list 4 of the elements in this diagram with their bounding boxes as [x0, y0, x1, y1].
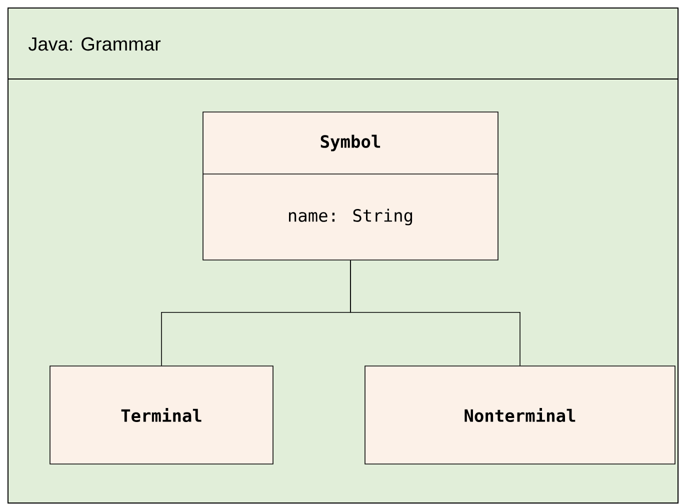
connector-line: [350, 260, 520, 366]
class-box: Nonterminal: [364, 366, 676, 464]
class-box: Terminal: [50, 366, 274, 464]
class-box: Symbol name: String: [202, 112, 498, 260]
